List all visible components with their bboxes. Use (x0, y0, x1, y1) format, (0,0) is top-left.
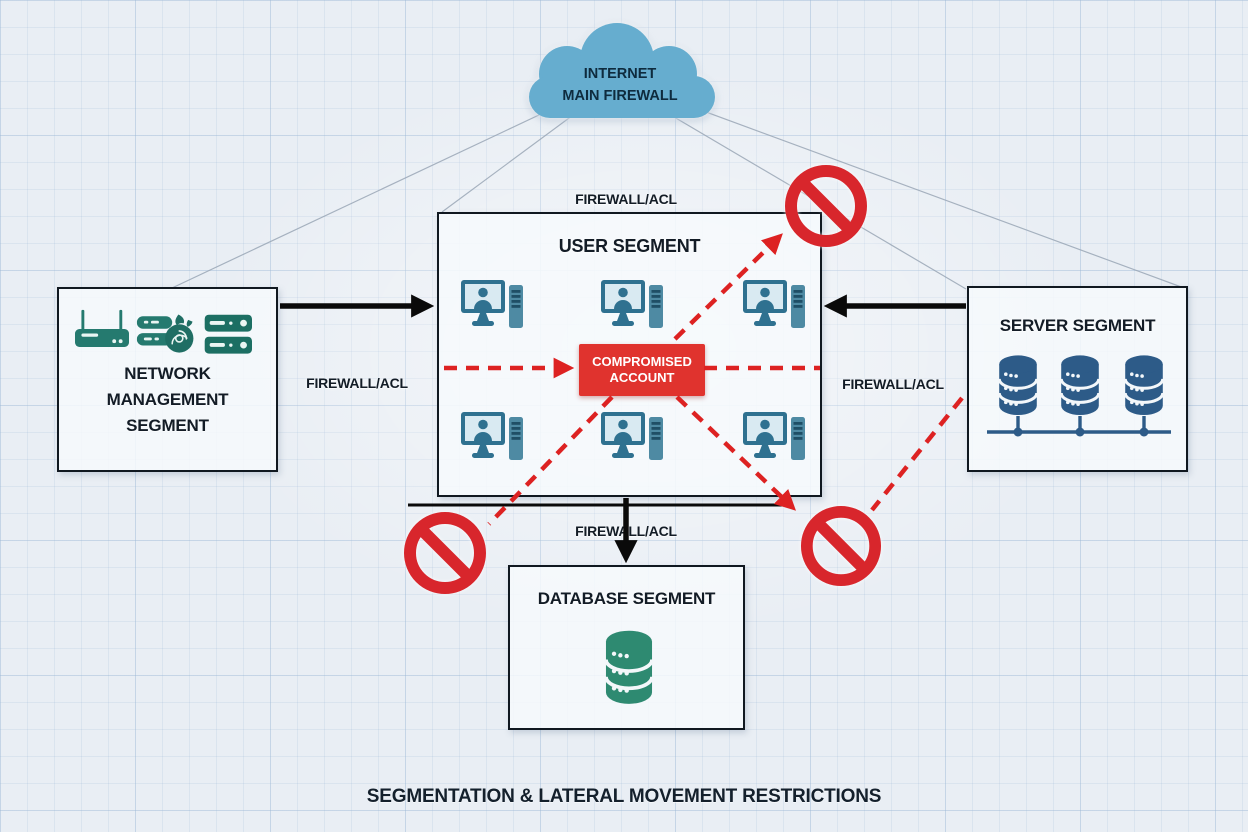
workstation-icon (461, 278, 525, 334)
firewall-acl-label-left: FIREWALL/ACL (306, 375, 408, 391)
main-firewall-label: MAIN FIREWALL (562, 88, 678, 104)
router-icon (75, 305, 129, 353)
threat-protection-icon (135, 311, 197, 357)
firewall-acl-label-right: FIREWALL/ACL (842, 376, 944, 392)
database-segment-box: DATABASE SEGMENT (508, 565, 745, 730)
database-icon (1057, 354, 1103, 416)
server-segment-title: SERVER SEGMENT (999, 316, 1156, 335)
database-icon (1121, 354, 1167, 416)
server-stack-icon (203, 313, 257, 357)
cloud-label: INTERNET MAIN FIREWALL (505, 63, 735, 107)
internet-label: INTERNET (583, 66, 657, 82)
no-entry-icon (784, 164, 868, 248)
firewall-acl-label-bottom: FIREWALL/ACL (575, 523, 677, 539)
database-segment-title: DATABASE SEGMENT (537, 589, 716, 608)
workstation-icon (601, 410, 665, 466)
network-management-title-line3: SEGMENT (126, 416, 209, 435)
compromised-label-line1: COMPROMISED (592, 354, 692, 369)
database-icon (995, 354, 1041, 416)
network-management-title-line2: MANAGEMENT (106, 390, 229, 409)
network-bus (987, 416, 1171, 437)
network-management-title-line1: NETWORK (124, 364, 211, 383)
compromised-label-line2: ACCOUNT (609, 370, 675, 385)
workstation-icon (743, 410, 807, 466)
user-segment-title: USER SEGMENT (558, 236, 701, 256)
no-entry-icon (800, 505, 882, 587)
network-management-segment-box: NETWORK MANAGEMENT SEGMENT (57, 287, 278, 472)
database-icon (600, 629, 658, 705)
firewall-acl-label-top: FIREWALL/ACL (575, 191, 677, 207)
server-segment-box: SERVER SEGMENT (967, 286, 1188, 472)
workstation-icon (601, 278, 665, 334)
user-segment-box: USER SEGMENT COMPROMISED ACCOUNT (437, 212, 822, 497)
workstation-icon (743, 278, 807, 334)
workstation-icon (461, 410, 525, 466)
no-entry-icon (403, 511, 487, 595)
lateral-path-server-blocked (870, 396, 964, 512)
compromised-account-badge: COMPROMISED ACCOUNT (579, 344, 705, 396)
diagram-title: SEGMENTATION & LATERAL MOVEMENT RESTRICT… (366, 786, 882, 807)
network-management-title: NETWORK MANAGEMENT SEGMENT (59, 361, 276, 439)
